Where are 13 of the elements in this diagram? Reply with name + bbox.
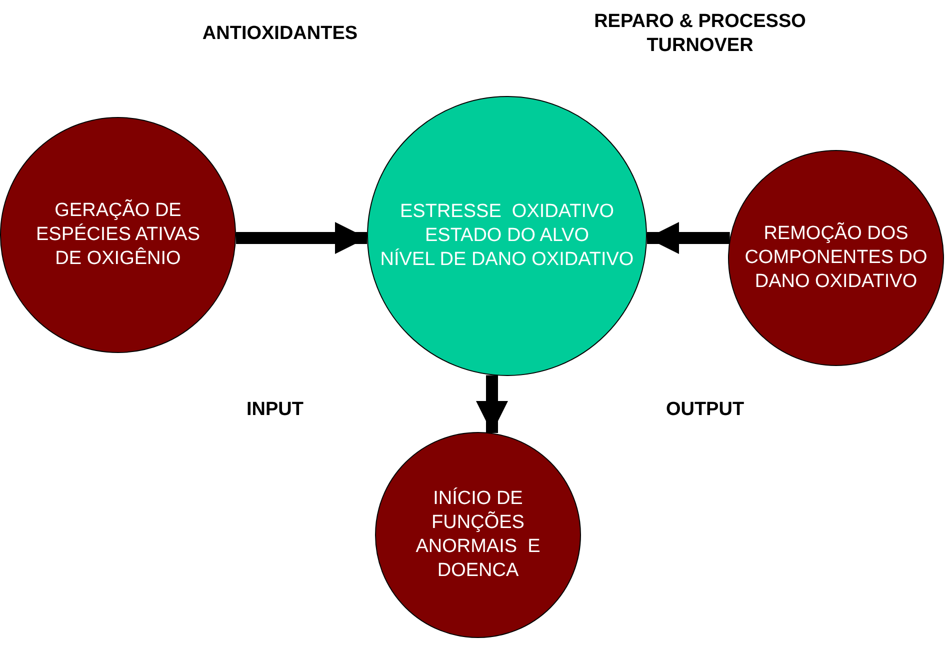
annotation-label: INPUT: [246, 398, 304, 422]
arrow: [476, 375, 508, 433]
annotation-label: OUTPUT: [664, 398, 746, 422]
node-text: REMOÇÃO DOS COMPONENTES DO DANO OXIDATIVO: [744, 222, 928, 294]
node-text: NÍVEL DE DANO OXIDATIVO: [380, 248, 634, 272]
node-text: ESTRESSE OXIDATIVO: [400, 200, 614, 224]
arrow: [236, 222, 368, 254]
node-text: INÍCIO DE FUNÇÕES ANORMAIS E DOENCA: [414, 487, 542, 583]
node-text: ESTADO DO ALVO: [424, 224, 589, 248]
annotation-label: REPARO & PROCESSO TURNOVER: [593, 10, 807, 58]
arrow: [646, 222, 730, 254]
node-text: GERAÇÃO DE ESPÉCIES ATIVAS DE OXIGÊNIO: [34, 199, 202, 271]
annotation-label: ANTIOXIDANTES: [201, 22, 359, 46]
